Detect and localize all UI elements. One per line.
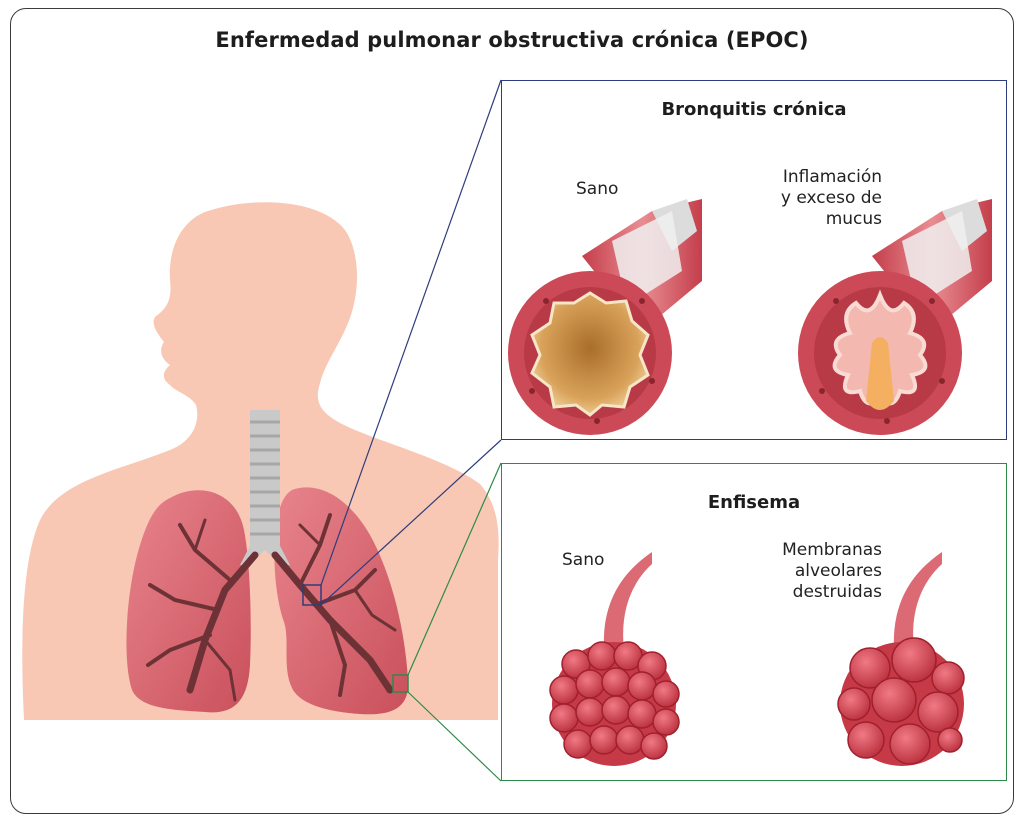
inflamed-bronchus	[798, 199, 992, 435]
bronchial-tree	[146, 513, 397, 702]
bronchus-zoom-marker	[302, 584, 322, 606]
alveoli-illustrations	[549, 552, 965, 766]
alveoli-zoom-marker	[392, 674, 409, 693]
enfisema-title: Enfisema	[707, 492, 801, 513]
right-lung	[274, 487, 409, 715]
healthy-alveoli	[549, 552, 680, 766]
bronquitis-healthy-label: Sano	[576, 179, 619, 199]
alveoli-connector-bottom	[407, 691, 502, 782]
alveoli-connector-top	[407, 462, 502, 676]
destroyed-alveoli	[837, 552, 965, 766]
enfisema-healthy-label: Sano	[562, 550, 605, 570]
bronchus-cross-sections	[508, 199, 992, 435]
figure-title: Enfermedad pulmonar obstructiva crónica …	[215, 28, 809, 52]
enfisema-panel: Enfisema Sano Membranas alveolares destr…	[501, 463, 1007, 781]
bronchus-connector-bottom	[320, 439, 502, 606]
healthy-bronchus	[508, 199, 702, 435]
bronquitis-panel: Bronquitis crónica Sano Inflamación y ex…	[501, 80, 1007, 440]
enfisema-sick-label: Membranas alveolares destruidas	[782, 540, 882, 602]
bronquitis-sick-label: Inflamación y exceso de mucus	[780, 167, 882, 229]
bronchus-connector-top	[320, 79, 502, 586]
bronquitis-title: Bronquitis crónica	[661, 99, 847, 120]
